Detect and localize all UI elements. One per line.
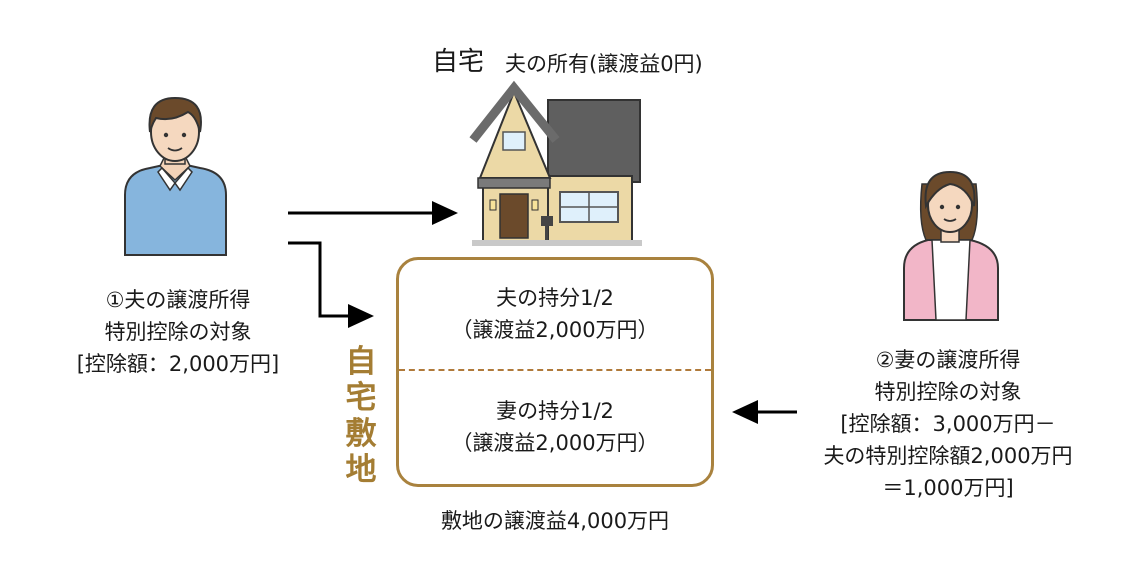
husband-share-gain: （譲渡益2,000万円） [451,318,659,342]
husband-label-line: ①夫の譲渡所得 [105,288,251,312]
wife-deduction-label: ②妻の譲渡所得 特別控除の対象 [控除額：3,000万円－ 夫の特別控除額2,0… [768,344,1128,504]
arrow-husband-to-house [288,201,458,225]
land-total-gain: 敷地の譲渡益4,000万円 [440,509,670,533]
land-vertical-label: 自宅敷地 [345,344,377,488]
house-ownership: 夫の所有(譲渡益0円) [505,52,703,76]
wife-share-gain: （譲渡益2,000万円） [451,431,659,455]
wife-label-line: ＝1,000万円] [882,476,1014,500]
husband-deduction-label: ①夫の譲渡所得 特別控除の対象 [控除額：2,000万円] [48,284,308,380]
land-box [396,257,714,487]
wife-share-title: 妻の持分1/2 [496,399,614,423]
wife-share: 妻の持分1/2 （譲渡益2,000万円） [396,395,714,459]
wife-label-line: [控除額：3,000万円－ [840,412,1056,436]
woman-avatar-icon [903,170,999,321]
arrow-wife-to-land [732,400,797,424]
husband-label-line: [控除額：2,000万円] [76,352,280,376]
land-divider [399,369,711,371]
husband-share-title: 夫の持分1/2 [496,286,614,310]
husband-share: 夫の持分1/2 （譲渡益2,000万円） [396,282,714,346]
wife-label-line: 特別控除の対象 [874,380,1022,404]
husband-label-line: 特別控除の対象 [104,320,252,344]
house-title: 自宅 [432,47,485,77]
arrow-husband-to-land [288,241,374,328]
wife-label-line: ②妻の譲渡所得 [875,348,1021,372]
house-icon [469,80,642,246]
wife-label-line: 夫の特別控除額2,000万円 [823,444,1073,468]
man-avatar-icon [124,96,227,256]
